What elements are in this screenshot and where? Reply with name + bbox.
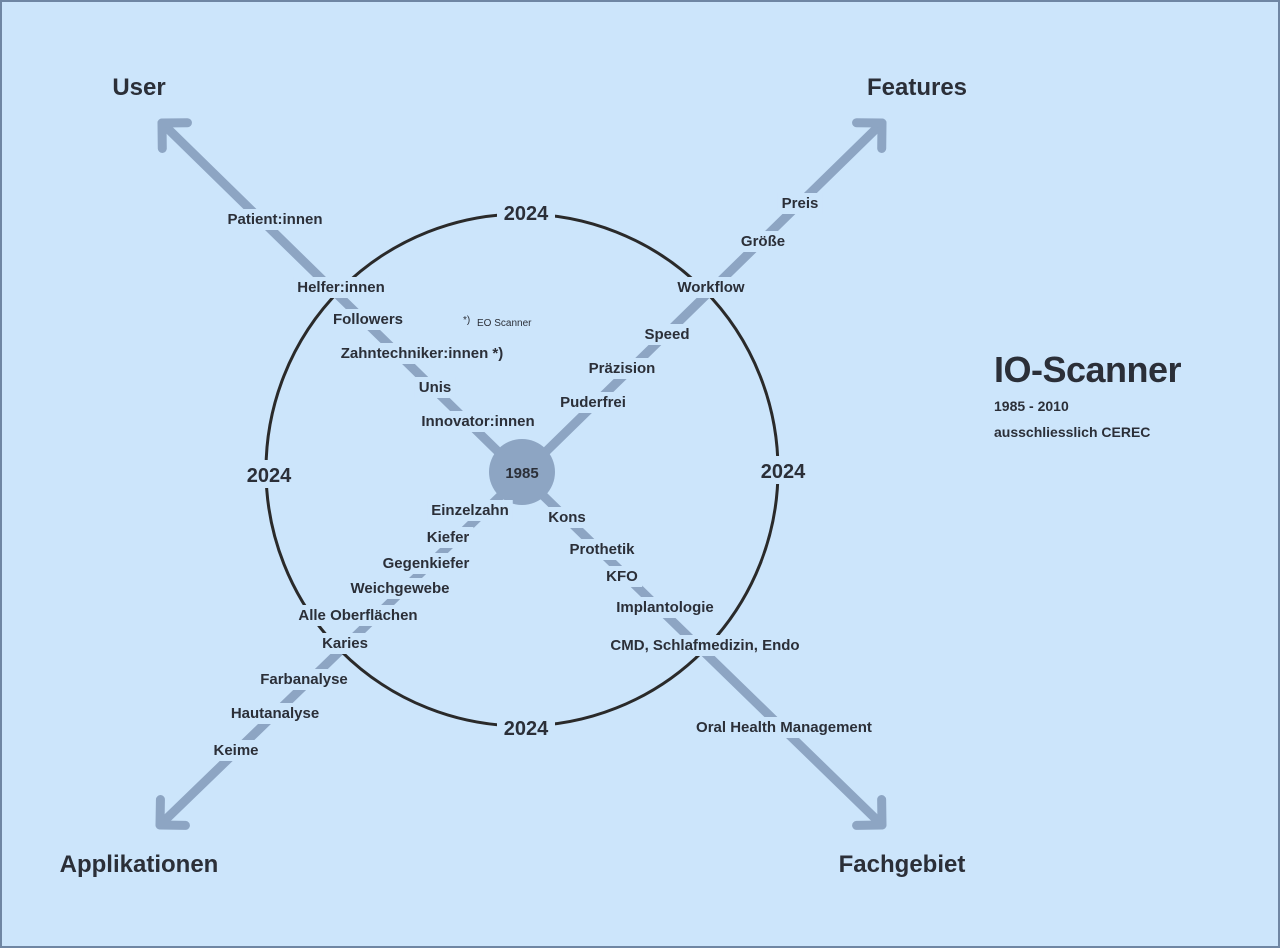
label-pad	[414, 377, 456, 398]
label-pad	[427, 500, 513, 521]
applikationen-item: Einzelzahn	[431, 502, 509, 519]
features-item: Speed	[644, 326, 689, 343]
axis-title-applikationen: Applikationen	[60, 851, 219, 878]
applikationen-item: Gegenkiefer	[383, 555, 470, 572]
applikationen-item: Karies	[322, 635, 368, 652]
subtitle-note: ausschliesslich CEREC	[994, 424, 1151, 440]
axis-item-labels: Patient:innen Helfer:innen Followers Zah…	[213, 195, 871, 759]
label-pad	[606, 635, 804, 656]
label-pad	[544, 507, 590, 528]
features-item: Preis	[782, 195, 819, 212]
features-item: Workflow	[677, 279, 745, 296]
user-item: Patient:innen	[227, 211, 322, 228]
title-block: IO-Scanner 1985 - 2010 ausschliesslich C…	[994, 349, 1182, 442]
user-item: Followers	[333, 311, 403, 328]
label-pad	[556, 392, 630, 413]
fachgebiet-item: Implantologie	[616, 599, 714, 616]
footnote-text: EO Scanner	[477, 318, 532, 329]
center-label: 1985	[505, 465, 538, 482]
ring-label-top: 2024	[504, 203, 549, 225]
user-item: Unis	[419, 379, 452, 396]
subtitle-years: 1985 - 2010	[994, 398, 1069, 414]
label-pad	[584, 358, 660, 379]
features-item: Präzision	[589, 360, 656, 377]
label-pad	[346, 578, 454, 599]
footnote-marker: *)	[463, 315, 470, 326]
axis-title-user: User	[112, 74, 165, 101]
axis-title-features: Features	[867, 74, 967, 101]
ring-label-bottom: 2024	[504, 718, 549, 740]
applikationen-item: Kiefer	[427, 529, 470, 546]
label-pad	[209, 740, 263, 761]
label-pad	[640, 324, 694, 345]
fachgebiet-item: Prothetik	[569, 541, 635, 558]
applikationen-item: Keime	[213, 742, 258, 759]
label-pad	[417, 411, 539, 432]
applikationen-item: Alle Oberflächen	[298, 607, 417, 624]
label-pad	[336, 343, 508, 364]
label-pad	[328, 309, 408, 330]
fachgebiet-item: Kons	[548, 509, 586, 526]
label-pad	[422, 527, 474, 548]
diagram-title: IO-Scanner	[994, 349, 1182, 390]
user-item: Innovator:innen	[421, 413, 534, 430]
center-node	[489, 439, 555, 505]
fachgebiet-item: Oral Health Management	[696, 719, 872, 736]
ring-year-labels: 2024 2024 2024 2024	[240, 199, 812, 742]
fachgebiet-item: KFO	[606, 568, 638, 585]
applikationen-item: Weichgewebe	[351, 580, 450, 597]
label-pad	[673, 277, 749, 298]
label-pad	[565, 539, 640, 560]
label-pad	[318, 633, 372, 654]
label-pad	[777, 193, 823, 214]
label-pads	[209, 193, 876, 761]
label-pad	[612, 597, 718, 618]
footnote: *) EO Scanner	[463, 315, 532, 329]
label-pad	[602, 566, 643, 587]
fachgebiet-item: CMD, Schlafmedizin, Endo	[610, 637, 799, 654]
user-item: Helfer:innen	[297, 279, 385, 296]
features-item: Puderfrei	[560, 394, 626, 411]
label-pad	[226, 703, 324, 724]
applikationen-item: Hautanalyse	[231, 705, 319, 722]
label-pad	[256, 669, 352, 690]
ring-label-right: 2024	[761, 461, 806, 483]
label-pad	[692, 717, 876, 738]
arrow-features	[517, 118, 887, 480]
label-pad	[736, 231, 790, 252]
label-pad	[378, 553, 474, 574]
applikationen-item: Farbanalyse	[260, 671, 348, 688]
user-item: Zahntechniker:innen *)	[341, 345, 504, 362]
features-item: Größe	[741, 233, 785, 250]
label-pad	[223, 209, 327, 230]
label-pad	[293, 277, 389, 298]
label-pad	[294, 605, 422, 626]
axis-title-fachgebiet: Fachgebiet	[839, 851, 966, 878]
ring-label-left: 2024	[247, 465, 292, 487]
